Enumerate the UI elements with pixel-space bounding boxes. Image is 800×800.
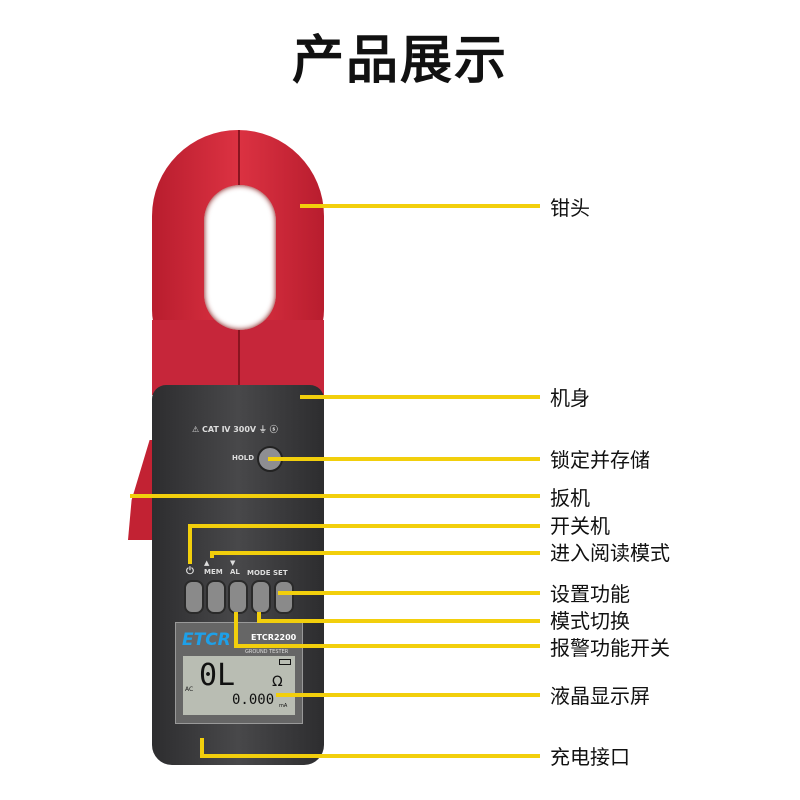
label-set: 设置功能 [550,582,630,606]
warning-text: ⚠ CAT Ⅳ 300V ⏚ ⓢ [192,425,278,434]
label-clamp-head: 钳头 [550,196,590,220]
power-icon: ⏻ [186,566,194,577]
model-label: ETCR2200 [251,633,297,642]
lcd-main-reading: 0L [199,658,236,693]
leader-line [130,494,540,498]
label-mode: 模式切换 [550,609,630,633]
clamp-opening [204,185,276,330]
power-button[interactable] [184,580,204,614]
clamp-seam [238,330,240,390]
leader-line [278,591,540,595]
label-charging-port: 充电接口 [550,745,630,769]
label-alarm: 报警功能开关 [550,636,670,660]
hold-label: HOLD [232,454,255,462]
label-read-mode: 进入阅读模式 [550,541,670,565]
leader-line [210,551,214,558]
mem-label: ▲MEM [204,559,223,576]
leader-line [300,204,540,208]
lcd-sub-unit: mA [279,703,288,709]
mem-button[interactable] [206,580,226,614]
lcd-unit: Ω [272,674,283,690]
page-title: 产品展示 [291,31,508,91]
leader-line [276,693,540,697]
leader-line [200,754,540,758]
label-power: 开关机 [550,514,610,538]
lcd-ac: AC [185,686,194,693]
label-body: 机身 [550,386,590,410]
leader-line [188,524,192,564]
clamp-seam [238,130,240,185]
brand-logo: ETCR [182,630,231,650]
al-button[interactable] [228,580,248,614]
leader-line [257,612,261,623]
leader-line [188,524,540,528]
leader-line [234,612,238,648]
leader-line [234,644,540,648]
mode-button[interactable] [251,580,271,614]
mode-label: MODE [247,569,271,577]
label-hold: 锁定并存储 [550,448,650,472]
leader-line [300,395,540,399]
label-lcd: 液晶显示屏 [550,684,650,708]
al-label: ▼AL [230,559,240,576]
battery-icon [279,659,291,665]
leader-line [210,551,540,555]
set-button[interactable] [274,580,294,614]
set-label: SET [273,569,288,577]
leader-line [200,738,204,758]
leader-line [257,619,540,623]
label-trigger: 扳机 [550,486,590,510]
lcd-sub-reading: 0.000 [232,692,275,708]
leader-line [268,457,540,461]
subtitle: GROUND TESTER [245,649,289,655]
lcd-screen [183,656,295,715]
